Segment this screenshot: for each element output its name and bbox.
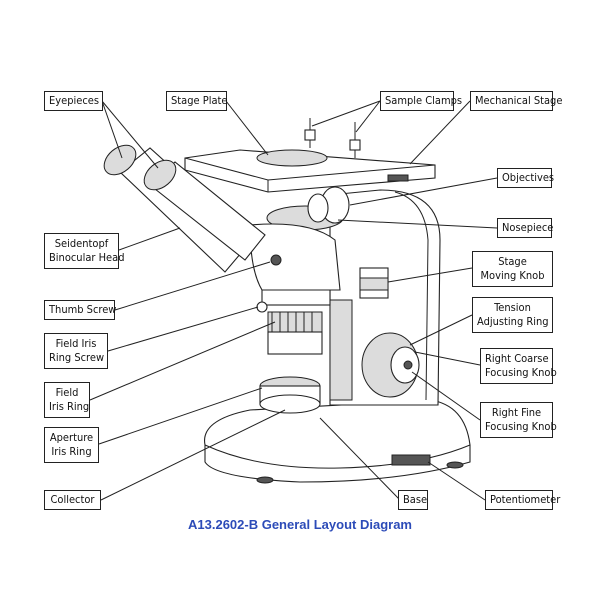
binocular-head bbox=[249, 223, 341, 291]
diagram-caption: A13.2602-B General Layout Diagram bbox=[188, 517, 412, 532]
stage-opening bbox=[256, 149, 328, 167]
microscope-base bbox=[204, 399, 471, 483]
label-sample-clamps: Sample Clamps bbox=[380, 91, 462, 111]
label-potentiometer: Potentiometer bbox=[485, 490, 560, 510]
leader-lines bbox=[89, 100, 498, 501]
label-thumb-screw: Thumb Screw bbox=[44, 300, 116, 320]
stage-plate bbox=[184, 149, 436, 193]
eyepiece-tubes bbox=[103, 144, 266, 273]
label-collector: Collector bbox=[44, 490, 101, 510]
thumb-screw bbox=[270, 254, 282, 266]
label-nosepiece: Nosepiece bbox=[497, 218, 553, 238]
field-iris-ring-screw bbox=[256, 301, 268, 313]
collector bbox=[259, 394, 321, 414]
label-eyepieces: Eyepieces bbox=[44, 91, 103, 111]
field-iris-ring bbox=[267, 311, 323, 333]
label-objectives: Objectives bbox=[497, 168, 554, 188]
label-base: Base bbox=[398, 490, 428, 510]
potentiometer-slot bbox=[391, 454, 431, 466]
label-mechanical-stage: Mechanical Stage bbox=[470, 91, 562, 111]
label-stage-plate: Stage Plate bbox=[166, 91, 228, 111]
